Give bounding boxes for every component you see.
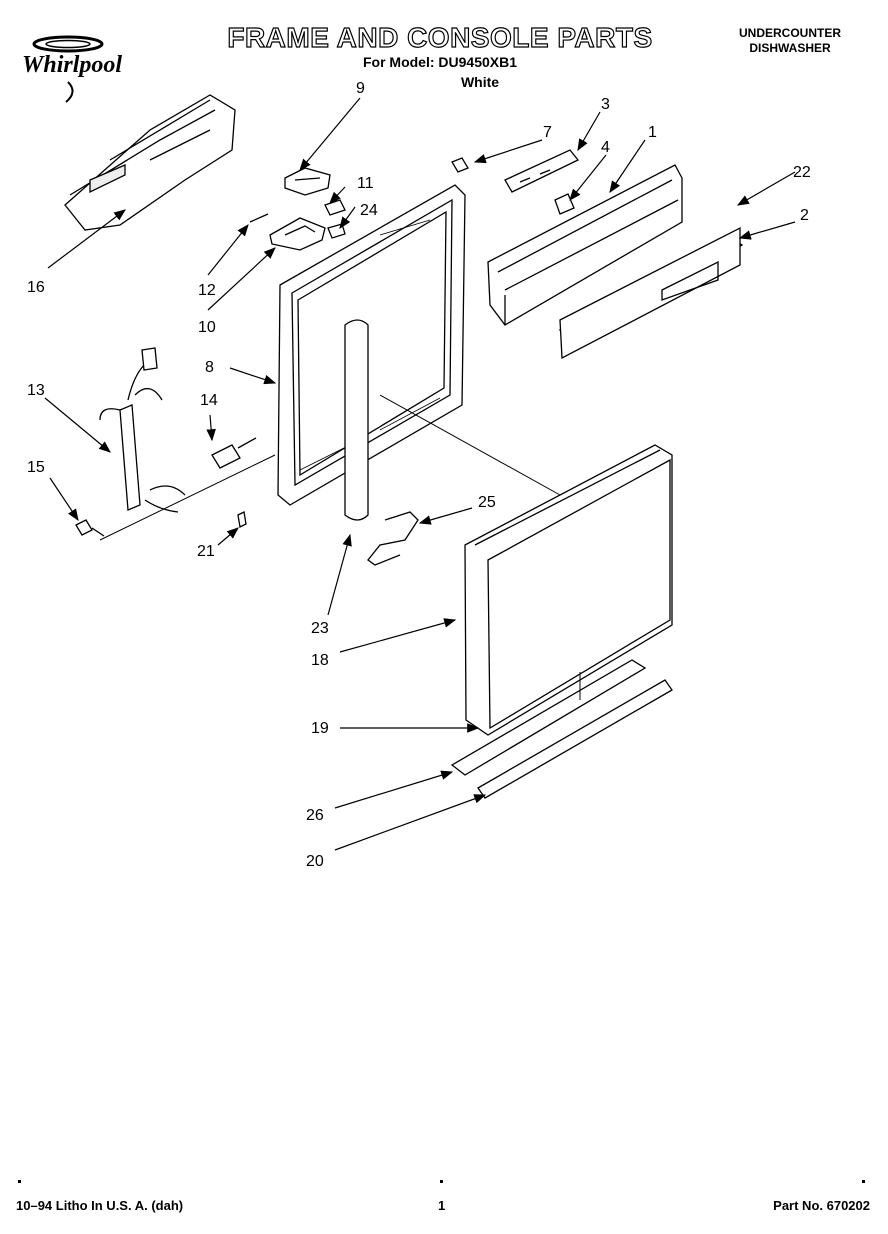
callout-11: 11 [357,175,374,192]
part-25-bracket [367,511,419,566]
callout-13: 13 [27,382,45,399]
part-23-trim-strip [344,319,369,521]
callout-1: 1 [648,124,657,141]
callout-19: 19 [311,720,329,737]
part-7-screw [451,157,469,173]
callout-10: 10 [198,319,216,336]
brand-name: Whirlpool [22,52,122,78]
callout-23: 23 [311,620,329,637]
callout-25: 25 [478,494,496,511]
callout-7: 7 [543,124,552,141]
part-14-connector [211,437,257,469]
part-2-panel-overlay [559,226,741,360]
footer-page-number: 1 [438,1198,446,1213]
part-10-latch-base [269,217,326,251]
whirlpool-logo: Whirlpool [18,30,178,110]
callout-9: 9 [356,80,365,97]
callout-12: 12 [198,282,216,299]
callout-8: 8 [205,359,214,376]
callout-14: 14 [200,392,218,409]
callout-3: 3 [601,96,610,113]
callout-20: 20 [306,853,324,870]
callout-16: 16 [27,279,45,296]
footer-print-info: 10–94 Litho In U.S. A. (dah) [16,1198,184,1213]
part-12-pin [249,213,269,223]
callout-15: 15 [27,459,45,476]
part-9-latch [284,167,331,196]
color-line: White [460,74,500,90]
model-line: For Model: DU9450XB1 [362,54,518,70]
callout-2: 2 [800,207,809,224]
part-18-door-panel [464,444,673,736]
registration-mark [18,1180,21,1183]
part-13-wire-harness [99,347,186,513]
part-3-control-panel [504,149,580,193]
callout-21: 21 [197,543,215,560]
callout-22: 22 [793,164,811,181]
appliance-type-line1: UNDERCOUNTER [739,26,841,40]
footer-part-number: Part No. 670202 [773,1198,870,1213]
part-16-console-bracket [64,94,236,231]
part-24-clip [327,223,346,239]
part-4-switch [554,193,575,215]
logo-swirl-icon [32,35,104,53]
part-21-clip [237,511,247,528]
callout-24: 24 [360,202,378,219]
callout-26: 26 [306,807,324,824]
part-15-screw [75,519,105,537]
callout-18: 18 [311,652,329,669]
appliance-type-line2: DISHWASHER [749,41,831,55]
leader-lines [44,97,796,851]
part-8-door-frame [277,184,466,506]
registration-mark [862,1180,865,1183]
callout-4: 4 [601,139,610,156]
registration-mark [440,1180,443,1183]
part-11-clip [324,199,346,216]
part-1-console [487,164,683,326]
page-title: FRAME AND CONSOLE PARTS [227,21,653,53]
part-26-bottom-trim [450,659,647,776]
